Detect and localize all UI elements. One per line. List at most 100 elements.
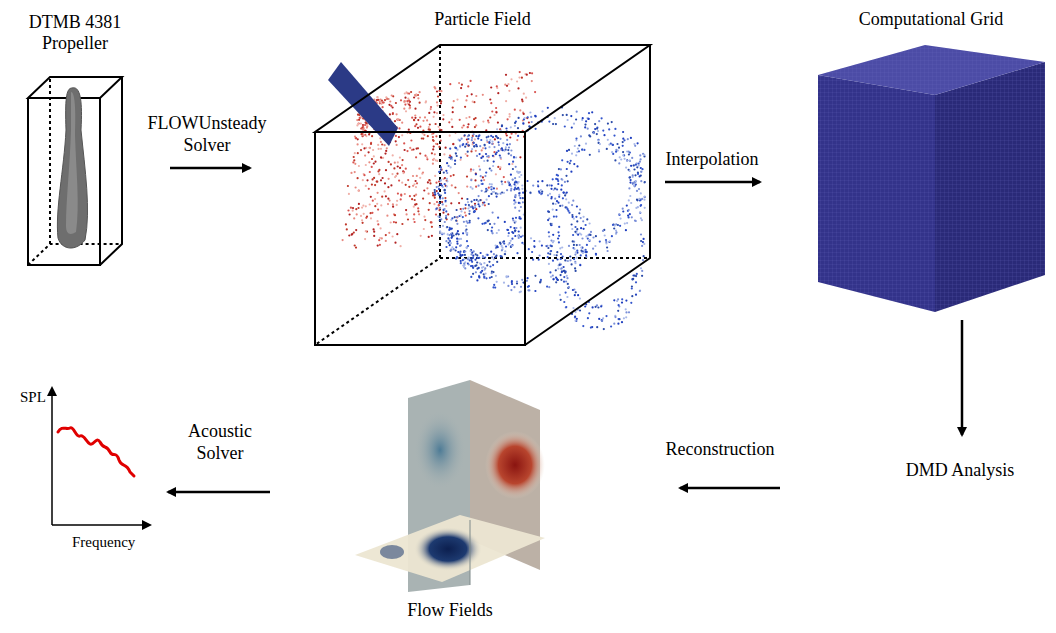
particle [575, 216, 577, 218]
particle [480, 139, 482, 141]
particle [371, 135, 373, 137]
particle [597, 130, 599, 132]
particle [441, 233, 443, 235]
particle [531, 121, 533, 123]
particle [450, 250, 452, 252]
particle [572, 200, 574, 202]
particle [560, 279, 562, 281]
particle [608, 241, 610, 243]
particle [419, 91, 421, 93]
particle [518, 117, 520, 119]
particle [475, 144, 477, 146]
particle [396, 233, 398, 235]
particle [490, 187, 492, 189]
particle [566, 206, 568, 208]
particle [397, 165, 399, 167]
particle [549, 253, 551, 255]
particle [368, 161, 370, 163]
particle [467, 123, 469, 125]
particle [602, 130, 604, 132]
particle [440, 140, 442, 142]
particle [625, 308, 627, 310]
particle [518, 77, 520, 79]
particle [466, 234, 468, 236]
particle [430, 106, 432, 108]
particle [401, 182, 403, 184]
particle [496, 281, 498, 283]
particle [514, 196, 516, 198]
particle [370, 142, 372, 144]
particle [490, 251, 492, 253]
particle [466, 220, 468, 222]
particle [535, 115, 537, 117]
particle [487, 160, 489, 162]
particle [446, 178, 448, 180]
particle [541, 245, 543, 247]
particle [593, 131, 595, 133]
particle [466, 176, 468, 178]
particle [377, 220, 379, 222]
particle [473, 118, 475, 120]
particle [565, 306, 567, 308]
particle [516, 252, 518, 254]
particle [468, 116, 470, 118]
particle [459, 145, 461, 147]
particle [572, 234, 574, 236]
particle [547, 256, 549, 258]
particle [467, 145, 469, 147]
particle [464, 146, 466, 148]
particle [507, 83, 509, 85]
particle [512, 161, 514, 163]
particle [629, 213, 631, 215]
particle [469, 210, 471, 212]
particle [490, 193, 492, 195]
particle [469, 250, 471, 252]
particle [379, 237, 381, 239]
particle [435, 123, 437, 125]
particle [640, 217, 642, 219]
particle [474, 206, 476, 208]
particle [644, 196, 646, 198]
grid-stage: Computational Grid [812, 5, 1050, 315]
particle [409, 107, 411, 109]
particle [585, 143, 587, 145]
particle [539, 281, 541, 283]
particle [491, 141, 493, 143]
particle [393, 213, 395, 215]
particle [532, 185, 534, 187]
spl-curve [58, 428, 134, 476]
particle [503, 176, 505, 178]
particle [456, 209, 458, 211]
particle [630, 137, 632, 139]
arrow-label: Acoustic Solver [170, 420, 270, 464]
particle [458, 82, 460, 84]
particle [438, 90, 440, 92]
particle [391, 94, 393, 96]
particle [365, 135, 367, 137]
particle [404, 92, 406, 94]
particle [530, 116, 532, 118]
particle [586, 244, 588, 246]
particle [474, 179, 476, 181]
particle [436, 90, 438, 92]
particle [437, 192, 439, 194]
particle [560, 189, 562, 191]
particle [395, 221, 397, 223]
particle [493, 114, 495, 116]
particle [350, 172, 352, 174]
particle [503, 282, 505, 284]
particle [525, 97, 527, 99]
particle [482, 176, 484, 178]
axis-head [142, 520, 152, 530]
particle [347, 185, 349, 187]
particle [515, 221, 517, 223]
particle [489, 223, 491, 225]
particle [560, 263, 562, 265]
particle [415, 194, 417, 196]
particle [631, 287, 633, 289]
particle [555, 209, 557, 211]
particle [396, 119, 398, 121]
particle [580, 217, 582, 219]
particle [591, 111, 593, 113]
particle [466, 247, 468, 249]
